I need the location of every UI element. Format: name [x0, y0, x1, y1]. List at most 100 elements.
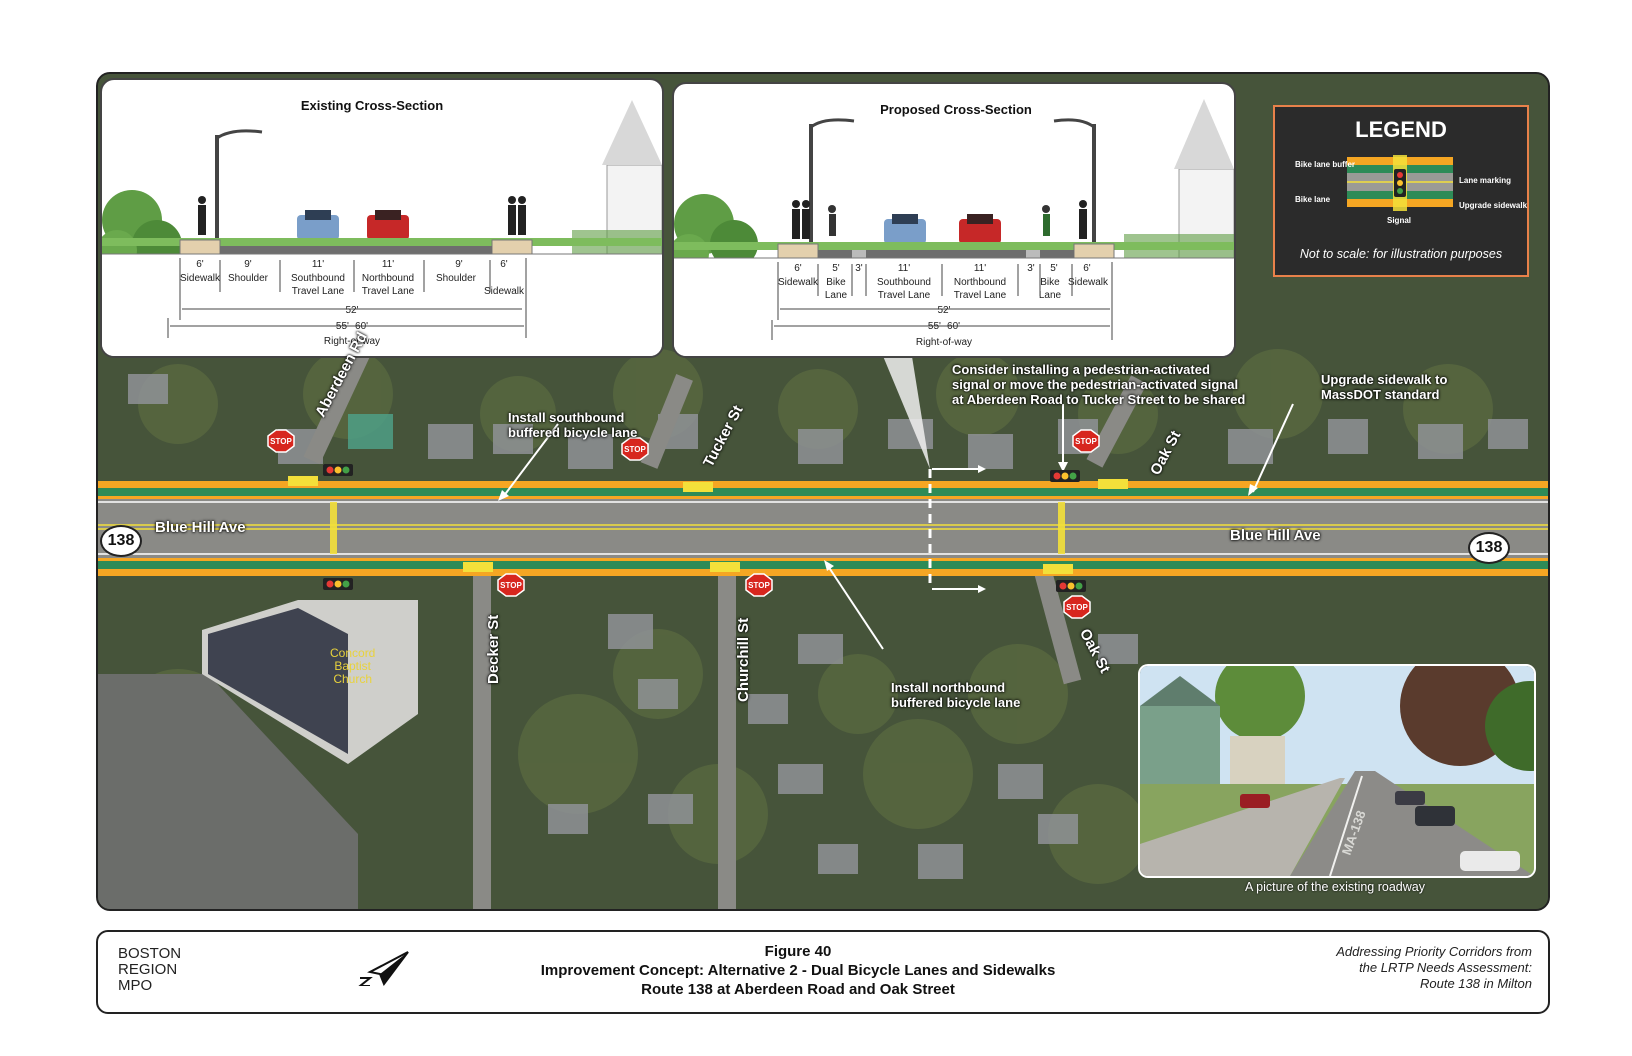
callout-line: Install southbound	[508, 410, 625, 425]
org-name: BOSTON REGION MPO	[118, 946, 181, 994]
street-label-blue-hill-east: Blue Hill Ave	[1230, 527, 1321, 544]
street-label-churchill: Churchill St	[735, 617, 752, 702]
figure-title: Figure 40 Improvement Concept: Alternati…	[398, 942, 1198, 999]
svg-text:Sidewalk: Sidewalk	[484, 286, 525, 297]
svg-text:9': 9'	[244, 259, 252, 270]
svg-text:Shoulder: Shoulder	[228, 273, 269, 284]
stop-sign-icon	[1063, 595, 1091, 619]
figure-subtitle: Route 138 at Aberdeen Road and Oak Stree…	[641, 981, 955, 998]
svg-text:Shoulder: Shoulder	[436, 273, 477, 284]
existing-section-drawing: Existing Cross-Section 6' 9' 11' 11' 9' …	[102, 98, 662, 356]
svg-text:Travel Lane: Travel Lane	[362, 286, 415, 297]
svg-text:Southbound: Southbound	[877, 277, 931, 288]
callout-line: signal or move the pedestrian-activated …	[952, 377, 1239, 392]
svg-text:Southbound: Southbound	[291, 273, 345, 284]
svg-text:3': 3'	[1027, 263, 1035, 274]
legend-item-bike-lane-buffer: Bike lane buffer	[1295, 160, 1355, 169]
church-label-line: Concord	[330, 646, 376, 660]
figure-main-title: Improvement Concept: Alternative 2 - Dua…	[540, 962, 1056, 979]
legend-note: Not to scale: for illustration purposes	[1300, 247, 1502, 261]
svg-text:STOP: STOP	[1075, 437, 1097, 446]
svg-text:Northbound: Northbound	[954, 277, 1006, 288]
stop-sign-icon	[1072, 429, 1100, 453]
svg-text:STOP: STOP	[1066, 603, 1088, 612]
callout-line: at Aberdeen Road to Tucker Street to be …	[952, 392, 1246, 407]
svg-text:Bike: Bike	[826, 277, 846, 288]
existing-roadway-photo: MA-138	[1138, 664, 1536, 878]
proposed-section-drawing: Proposed Cross-Section 6' 5' 3' 11' 11' …	[674, 99, 1234, 356]
southbound-callout: Install southbound buffered bicycle lane	[508, 410, 637, 440]
church-label: Concord Baptist Church	[330, 647, 375, 686]
callout-line: Consider installing a pedestrian-activat…	[952, 362, 1210, 377]
figure-number: Figure 40	[764, 943, 832, 960]
roadway-photo-drawing: MA-138	[1140, 666, 1534, 876]
church-label-line: Church	[333, 672, 373, 686]
svg-text:Travel Lane: Travel Lane	[878, 290, 931, 301]
route-138-shield: 138	[1468, 532, 1510, 564]
stop-sign-icon	[745, 573, 773, 597]
svg-text:52': 52'	[937, 305, 950, 316]
figure-footer: BOSTON REGION MPO Figure 40 Improvement …	[96, 930, 1550, 1014]
svg-text:Bike: Bike	[1040, 277, 1060, 288]
report-series-line: the LRTP Needs Assessment:	[1359, 960, 1532, 975]
legend-item-upgrade-sidewalk: Upgrade sidewalk	[1459, 201, 1527, 210]
traffic-signal-icon	[323, 464, 353, 476]
existing-cross-section: Existing Cross-Section 6' 9' 11' 11' 9' …	[100, 78, 664, 358]
legend-drawing: LEGEND Bike lane buffer Bike lane Lane m…	[1295, 117, 1528, 261]
svg-text:STOP: STOP	[270, 437, 292, 446]
svg-text:11': 11'	[974, 263, 986, 274]
report-series-line: Addressing Priority Corridors from	[1336, 944, 1532, 959]
photo-caption: A picture of the existing roadway	[1245, 880, 1425, 894]
sidewalk-callout: Upgrade sidewalk to MassDOT standard	[1321, 372, 1447, 402]
svg-text:Lane: Lane	[1039, 290, 1062, 301]
svg-text:Lane: Lane	[825, 290, 848, 301]
stop-sign-icon	[497, 573, 525, 597]
stop-sign-icon	[621, 437, 649, 461]
church-label-line: Baptist	[334, 659, 372, 673]
proposed-cross-section: Proposed Cross-Section 6' 5' 3' 11' 11' …	[672, 82, 1236, 358]
legend-item-signal: Signal	[1387, 216, 1411, 225]
legend: LEGEND Bike lane buffer Bike lane Lane m…	[1273, 105, 1529, 277]
legend-title: LEGEND	[1355, 117, 1447, 142]
svg-text:11': 11'	[312, 259, 324, 270]
svg-text:STOP: STOP	[748, 581, 770, 590]
svg-text:STOP: STOP	[624, 445, 646, 454]
svg-text:9': 9'	[455, 259, 463, 270]
callout-line: Install northbound	[891, 680, 1006, 695]
route-138-shield: 138	[100, 525, 142, 557]
svg-text:6': 6'	[500, 259, 508, 270]
svg-text:6': 6'	[794, 263, 802, 274]
svg-text:5': 5'	[1050, 263, 1058, 274]
callout-line: buffered bicycle lane	[508, 425, 638, 440]
northbound-callout: Install northbound buffered bicycle lane	[891, 680, 1020, 710]
svg-text:6': 6'	[196, 259, 204, 270]
traffic-signal-icon	[1050, 470, 1080, 482]
svg-text:Sidewalk: Sidewalk	[1068, 277, 1109, 288]
svg-text:11': 11'	[898, 263, 910, 274]
legend-item-bike-lane: Bike lane	[1295, 195, 1331, 204]
callout-line: buffered bicycle lane	[891, 695, 1021, 710]
legend-item-lane-marking: Lane marking	[1459, 176, 1511, 185]
callout-line: MassDOT standard	[1321, 387, 1440, 402]
north-arrow-icon	[358, 951, 409, 986]
signal-callout: Consider installing a pedestrian-activat…	[952, 362, 1245, 407]
svg-text:Right-of-way: Right-of-way	[324, 336, 380, 347]
svg-text:Sidewalk: Sidewalk	[180, 273, 221, 284]
svg-text:5': 5'	[832, 263, 840, 274]
stop-sign-icon	[267, 429, 295, 453]
svg-text:3': 3'	[855, 263, 863, 274]
report-series-line: Route 138 in Milton	[1419, 976, 1532, 991]
svg-text:52': 52'	[345, 305, 358, 316]
svg-text:Sidewalk: Sidewalk	[778, 277, 819, 288]
svg-text:Right-of-way: Right-of-way	[916, 337, 972, 348]
svg-text:STOP: STOP	[500, 581, 522, 590]
org-name-line: REGION	[118, 961, 178, 978]
proposed-title: Proposed Cross-Section	[880, 102, 1032, 117]
svg-text:6': 6'	[1083, 263, 1091, 274]
svg-text:Travel Lane: Travel Lane	[292, 286, 345, 297]
report-series: Addressing Priority Corridors from the L…	[1336, 944, 1532, 992]
svg-text:11': 11'	[382, 259, 394, 270]
traffic-signal-icon	[1394, 169, 1406, 197]
org-name-line: MPO	[118, 977, 153, 994]
traffic-signal-icon	[323, 578, 353, 590]
